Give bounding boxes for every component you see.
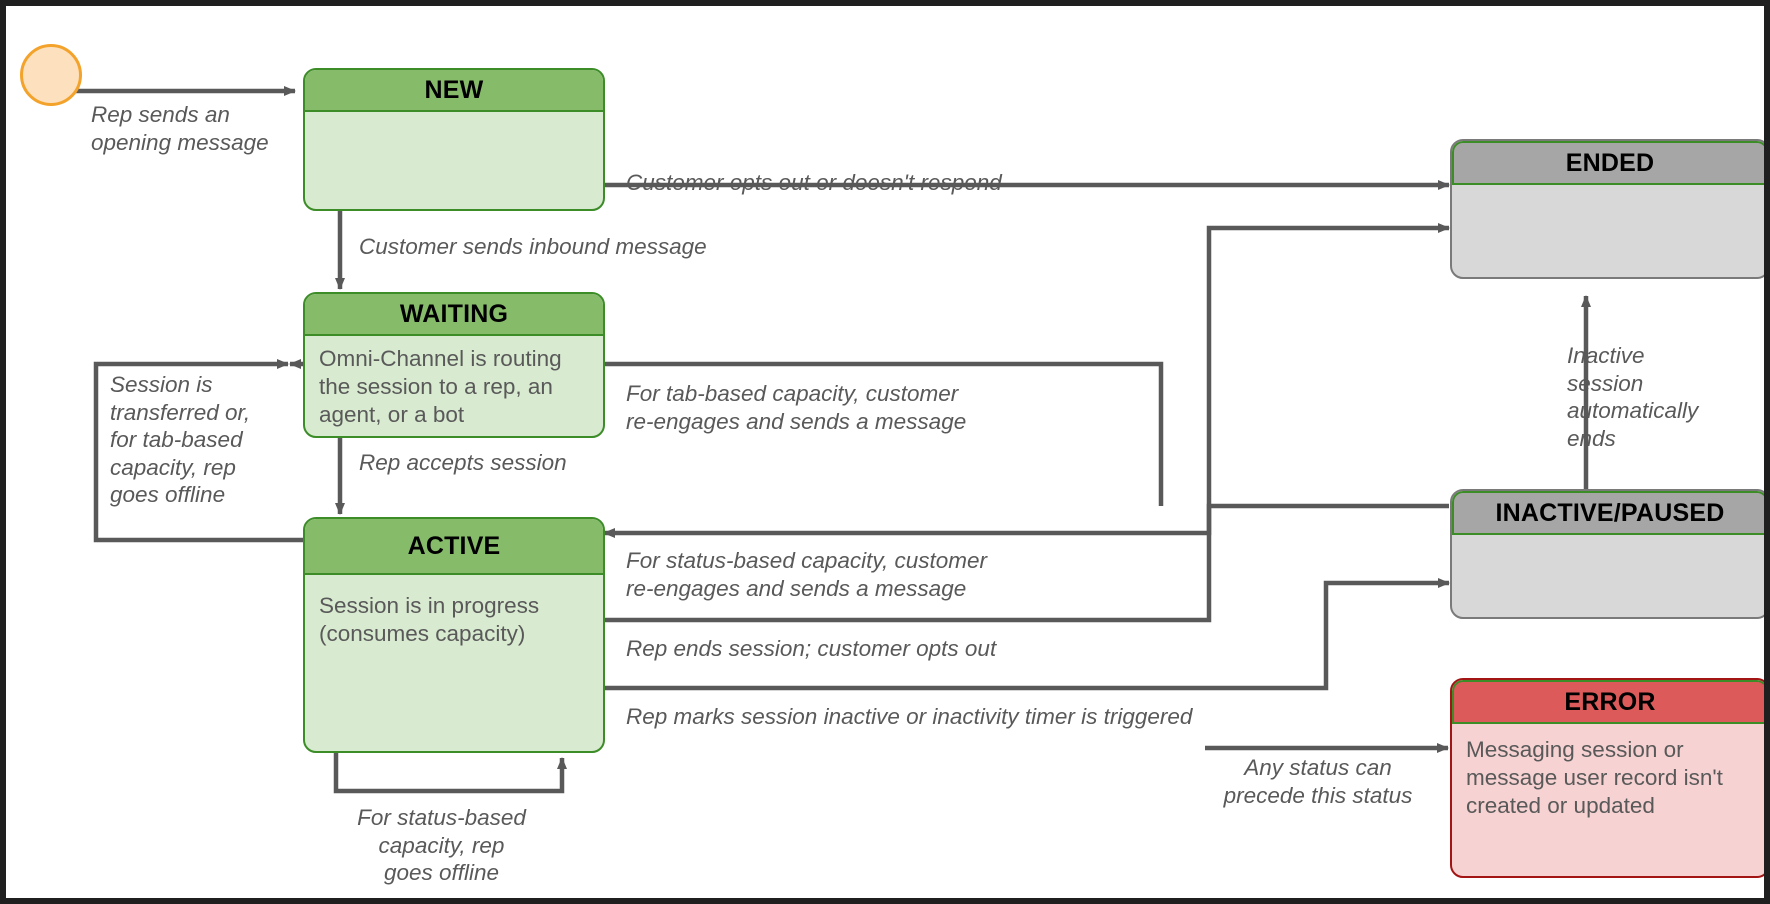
edge-label-inactive-to-ended: Inactive session automatically ends [1567, 343, 1699, 451]
edge-label-start-to-new: Rep sends an opening message [91, 102, 269, 155]
edge-active-to-ended [605, 223, 1450, 623]
state-box-error[interactable]: ERROR Messaging session or message user … [1450, 678, 1764, 878]
edge-label-active-to-inactive: Rep marks session inactive or inactivity… [626, 704, 1193, 729]
edge-inactive-to-active [603, 503, 1449, 538]
state-title-error: ERROR [1452, 680, 1764, 724]
edge-label-inactive-to-waiting: For tab-based capacity, customer re-enga… [626, 381, 967, 434]
state-box-waiting[interactable]: WAITING Omni-Channel is routing the sess… [303, 292, 605, 438]
edge-label-new-to-ended: Customer opts out or doesn't respond [626, 170, 1002, 195]
state-body-active: Session is in progress (consumes capacit… [319, 593, 540, 646]
state-box-ended[interactable]: ENDED [1450, 139, 1764, 279]
state-body-ended [1452, 185, 1764, 200]
state-body-waiting: Omni-Channel is routing the session to a… [319, 346, 562, 427]
start-node [20, 44, 82, 106]
state-title-inactive: INACTIVE/PAUSED [1452, 491, 1764, 535]
state-box-active[interactable]: ACTIVE Session is in progress (consumes … [303, 517, 605, 753]
state-title-waiting: WAITING [305, 294, 603, 336]
state-title-ended: ENDED [1452, 141, 1764, 185]
edge-label-inactive-to-active: For status-based capacity, customer re-e… [626, 548, 987, 601]
edge-active-to-inactive [605, 578, 1450, 691]
state-box-inactive[interactable]: INACTIVE/PAUSED [1450, 489, 1764, 619]
state-title-active: ACTIVE [305, 519, 603, 575]
state-body-inactive [1452, 535, 1764, 550]
edge-label-active-self-loop: For status-based capacity, rep goes offl… [357, 805, 526, 885]
edge-label-active-to-ended: Rep ends session; customer opts out [626, 636, 997, 661]
state-body-error: Messaging session or message user record… [1466, 737, 1723, 818]
state-box-new[interactable]: NEW [303, 68, 605, 211]
edge-label-new-to-waiting: Customer sends inbound message [359, 234, 707, 259]
edge-label-waiting-to-active: Rep accepts session [359, 450, 567, 475]
edge-label-any-to-error: Any status can precede this status [1223, 755, 1413, 808]
state-body-new [305, 112, 603, 127]
edge-active-self-loop [333, 751, 567, 794]
connector-layer [72, 86, 1591, 794]
state-title-new: NEW [305, 70, 603, 112]
edge-active-to-waiting [93, 359, 304, 543]
edge-label-active-to-waiting: Session is transferred or, for tab-based… [110, 372, 251, 507]
